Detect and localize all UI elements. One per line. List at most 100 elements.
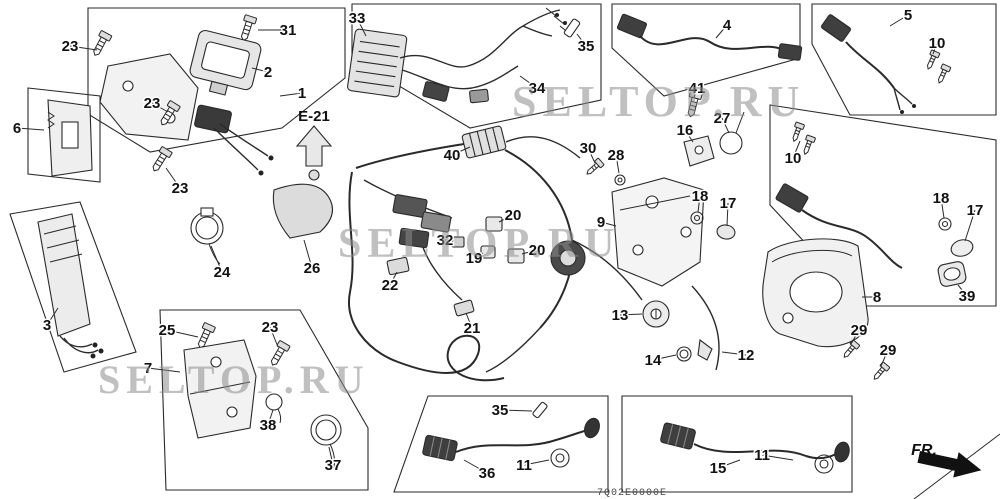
callout-10: 10 <box>929 35 946 52</box>
callout-31: 31 <box>280 22 297 39</box>
leader-line <box>693 87 698 99</box>
leader-line <box>792 140 801 159</box>
bolt-icon <box>237 14 258 43</box>
leader-line <box>521 249 538 255</box>
leader-line <box>451 146 471 156</box>
cover-26 <box>272 183 334 239</box>
leader-line <box>889 14 909 27</box>
leader-line <box>210 245 223 273</box>
box-rectifier <box>351 3 602 129</box>
connector <box>660 422 696 450</box>
washer-28 <box>614 174 626 186</box>
bolt-icon <box>934 63 952 86</box>
tube-35 <box>532 401 548 419</box>
callout-30: 30 <box>580 140 597 157</box>
connector-22 <box>386 256 410 276</box>
ignition-coil-assembly <box>89 14 274 176</box>
callout-26: 26 <box>304 260 321 277</box>
harness-branch-12 <box>691 285 720 371</box>
leader-line <box>69 45 98 51</box>
bolt-icon <box>923 49 941 72</box>
leader-line <box>717 459 741 469</box>
leader-line <box>619 313 643 316</box>
callout-22: 22 <box>382 277 399 294</box>
leader-line <box>576 33 587 47</box>
callout-14: 14 <box>645 352 662 369</box>
clamp-38 <box>265 393 283 424</box>
leader-line <box>721 117 730 134</box>
connector <box>392 194 428 218</box>
callout-40: 40 <box>444 147 461 164</box>
callout-18: 18 <box>692 188 709 205</box>
bolt-icon <box>789 121 806 144</box>
connector <box>820 14 852 42</box>
bracket-7 <box>183 339 257 439</box>
figure-code: 7Q02E0000E <box>597 488 667 499</box>
connector <box>617 13 647 39</box>
clamp-37 <box>310 414 342 469</box>
front-label: FR. <box>911 442 937 459</box>
connector-19 <box>480 245 496 259</box>
switch-13 <box>642 300 670 328</box>
callout-17: 17 <box>967 202 984 219</box>
callout-28: 28 <box>608 147 625 164</box>
callout-32: 32 <box>437 232 454 249</box>
connector <box>775 183 809 213</box>
callout-37: 37 <box>325 457 342 474</box>
callout-27: 27 <box>714 110 731 127</box>
leader-line <box>697 195 701 213</box>
callout-9: 9 <box>597 214 605 231</box>
leader-line <box>328 446 334 466</box>
leader-line <box>303 239 313 269</box>
washer-18-mid <box>690 211 704 225</box>
callout-2: 2 <box>264 64 272 81</box>
leader-line <box>389 271 398 286</box>
bolt-icon <box>800 134 817 157</box>
callout-41: 41 <box>689 80 706 97</box>
connector-36 <box>422 434 458 462</box>
grommet <box>834 441 850 463</box>
leader-line <box>463 459 488 474</box>
fr-arrow-icon <box>917 451 982 478</box>
leader-line <box>16 127 45 131</box>
screw-29 <box>870 361 891 383</box>
bolt-icon <box>89 29 113 59</box>
clamp-24 <box>190 207 224 265</box>
connector-21 <box>453 299 475 317</box>
connector-20 <box>485 216 503 232</box>
callout-21: 21 <box>464 320 481 337</box>
cable-assembly-5 <box>820 14 952 114</box>
connector <box>777 43 803 61</box>
connector-20 <box>507 248 525 264</box>
leader-line <box>498 214 514 223</box>
ring-11 <box>550 448 570 468</box>
cable-assembly-4 <box>617 13 803 61</box>
leader-line <box>726 202 729 227</box>
leader-line <box>465 312 473 329</box>
key-clip <box>697 338 713 361</box>
leader-line <box>761 454 794 461</box>
callout-6: 6 <box>13 120 21 137</box>
leader-line <box>269 326 279 348</box>
unit-3 <box>37 213 104 359</box>
rectifier <box>347 28 408 98</box>
rectifier-assembly <box>347 7 581 104</box>
leader-line <box>600 221 617 227</box>
callout-29: 29 <box>880 342 897 359</box>
bracket-6 <box>47 99 93 177</box>
callout-19: 19 <box>466 250 483 267</box>
callout-24: 24 <box>214 264 231 281</box>
leader-line <box>46 307 59 326</box>
box-cable-10 <box>769 104 997 307</box>
ring-11 <box>814 454 834 474</box>
leader-line <box>964 209 976 242</box>
tube-35 <box>563 18 581 38</box>
box-cable-5 <box>811 3 997 116</box>
callout-5: 5 <box>904 7 912 24</box>
callout-16: 16 <box>677 122 694 139</box>
connector <box>398 227 430 249</box>
cap-17 <box>950 239 974 257</box>
callout-12: 12 <box>738 347 755 364</box>
